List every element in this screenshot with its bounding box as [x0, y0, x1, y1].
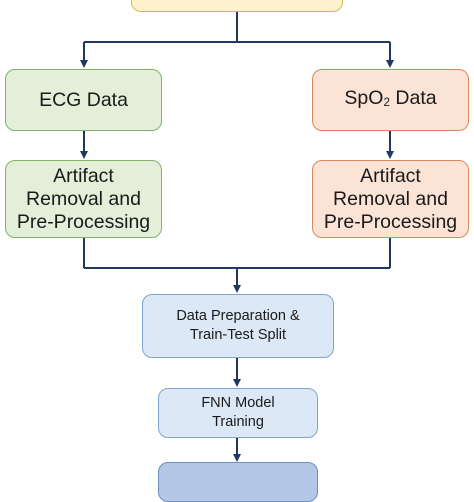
ecg-processing-line1: Artifact	[53, 164, 114, 187]
spo2-data-node: SpO2 Data	[312, 69, 469, 131]
ecg-data-label: ECG Data	[39, 88, 128, 111]
ecg-processing-line2: Removal and	[26, 187, 141, 210]
data-preparation-node: Data Preparation & Train-Test Split	[142, 294, 334, 358]
top-node	[131, 0, 343, 12]
fnn-training-node: FNN Model Training	[158, 388, 318, 438]
spo2-processing-line1: Artifact	[360, 164, 421, 187]
prep-line1: Data Preparation &	[176, 308, 300, 324]
prep-line2: Train-Test Split	[189, 327, 287, 343]
spo2-processing-line2: Removal and	[333, 187, 448, 210]
bottom-node	[158, 462, 318, 502]
spo2-processing-line3: Pre-Processing	[323, 210, 458, 233]
fnn-line1: FNN Model	[201, 395, 275, 411]
flowchart-connectors	[80, 12, 394, 462]
spo2-processing-node: Artifact Removal and Pre-Processing	[312, 160, 469, 238]
ecg-processing-line3: Pre-Processing	[16, 210, 151, 233]
ecg-data-node: ECG Data	[5, 69, 162, 131]
ecg-processing-node: Artifact Removal and Pre-Processing	[5, 160, 162, 238]
spo2-data-label: SpO2 Data	[344, 86, 437, 109]
fnn-line2: Training	[212, 414, 264, 430]
